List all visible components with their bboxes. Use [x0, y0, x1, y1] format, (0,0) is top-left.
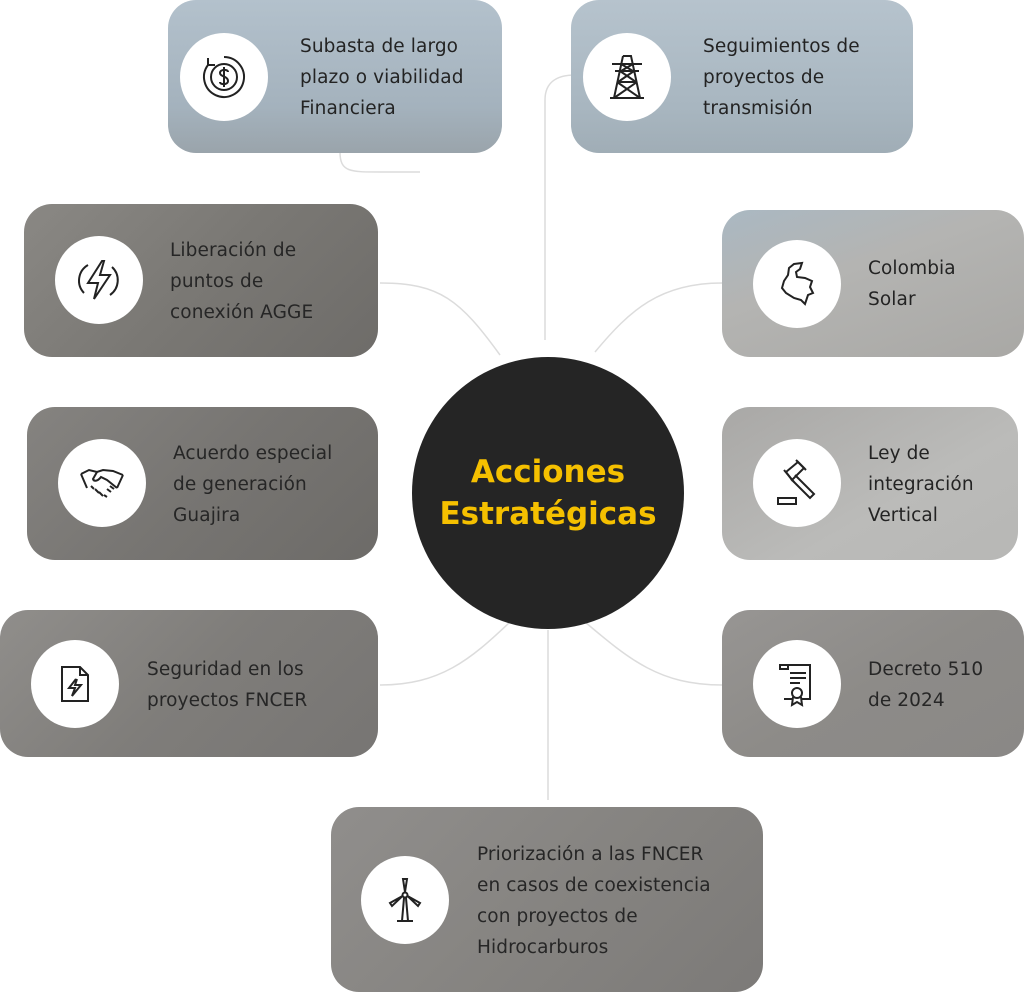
energy-document-icon	[61, 666, 89, 702]
certificate-scroll-icon	[779, 664, 811, 707]
center-circle: Acciones Estratégicas	[412, 357, 684, 629]
wind-turbine-icon	[388, 878, 422, 922]
card-label: Seguridad en los proyectos FNCER	[147, 659, 308, 711]
icon-circle	[753, 439, 841, 527]
center-title: Acciones Estratégicas	[439, 454, 657, 532]
icon-circle	[583, 33, 671, 121]
icon-circle	[31, 640, 119, 728]
transmission-tower-icon	[610, 55, 644, 99]
card-seguimiento-transmision: Seguimientos de proyectos de transmisión	[571, 0, 913, 153]
card-liberacion-puntos: Liberación de puntos de conexión AGGE	[24, 204, 378, 357]
colombia-map-icon	[780, 261, 815, 306]
card-colombia-solar: Colombia Solar	[722, 210, 1024, 357]
card-label: Subasta de largo plazo o viabilidad Fina…	[300, 36, 464, 119]
icon-circle	[58, 439, 146, 527]
card-decreto-510: Decreto 510 de 2024	[722, 610, 1024, 757]
card-acuerdo-guajira: Acuerdo especial de generación Guajira	[27, 407, 378, 560]
dollar-coin-icon	[203, 56, 245, 98]
card-label: Decreto 510 de 2024	[868, 659, 984, 711]
card-priorizacion-fncer: Priorización a las FNCER en casos de coe…	[331, 807, 763, 992]
card-seguridad-fncer: Seguridad en los proyectos FNCER	[0, 610, 378, 757]
card-label: Colombia Solar	[868, 258, 956, 310]
handshake-icon	[80, 468, 124, 498]
icon-circle	[753, 240, 841, 328]
card-label: Liberación de puntos de conexión AGGE	[170, 240, 314, 323]
card-label: Ley de integración Vertical	[868, 443, 974, 526]
card-label: Acuerdo especial de generación Guajira	[173, 443, 333, 526]
icon-circle	[361, 856, 449, 944]
card-label: Seguimientos de proyectos de transmisión	[703, 36, 860, 119]
icon-circle	[753, 640, 841, 728]
card-subasta-largo-plazo: Subasta de largo plazo o viabilidad Fina…	[168, 0, 502, 153]
icon-circle	[55, 236, 143, 324]
card-ley-integracion: Ley de integración Vertical	[722, 407, 1018, 560]
gavel-icon	[777, 459, 816, 505]
lightning-bolt-icon	[78, 260, 119, 300]
icon-circle	[180, 33, 268, 121]
card-label: Priorización a las FNCER en casos de coe…	[477, 844, 711, 958]
